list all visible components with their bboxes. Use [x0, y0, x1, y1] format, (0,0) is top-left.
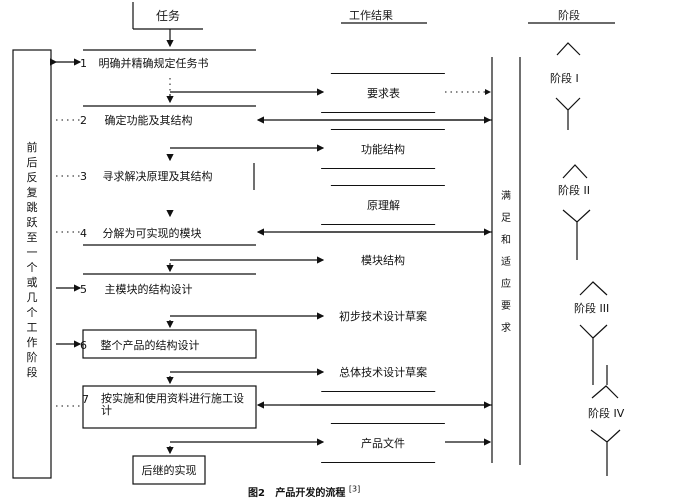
result-label: 总体技术设计草案 [339, 366, 428, 379]
results-header-label: 工作结果 [349, 9, 393, 22]
stage-2[interactable]: 阶段 II [558, 184, 590, 197]
iteration-box-label: 前后反复跳跃至一个或几个工作阶段 [26, 141, 38, 379]
result-label: 模块结构 [361, 254, 405, 267]
result-label: 初步技术设计草案 [339, 310, 427, 323]
result-6[interactable]: 总体技术设计草案 [321, 353, 445, 392]
step-number: 3 [80, 170, 87, 183]
stage-1[interactable]: 阶段 I [550, 72, 579, 85]
step-5[interactable]: 5 主模块的结构设计 [80, 281, 193, 297]
caption-ref: [3] [348, 484, 361, 494]
results-header: 工作结果 [341, 9, 427, 24]
step-number: 6 [80, 339, 87, 352]
requirements-bar-label: 满足和适应要求 [501, 191, 511, 334]
result-label: 功能结构 [361, 143, 405, 156]
result-7[interactable]: 产品文件 [321, 423, 445, 463]
step-6[interactable]: 6 整个产品的结构设计 [80, 337, 200, 353]
feedback-arrows [256, 89, 492, 446]
caption-text: 图2 产品开发的流程 [248, 488, 346, 499]
stages-header: 阶段 [528, 8, 615, 24]
step-3[interactable]: 3 寻求解决原理及其结构 [80, 168, 213, 184]
stage-4[interactable]: 阶段 IV [588, 407, 625, 420]
step-label: 明确并精确规定任务书 [98, 57, 209, 70]
final-realization[interactable]: 后继的实现 [141, 464, 197, 477]
step-number: 4 [80, 227, 87, 240]
step-label: 分解为可实现的模块 [102, 227, 202, 240]
step-label: 确定功能及其结构 [104, 114, 193, 127]
stage-3[interactable]: 阶段 III [574, 302, 610, 315]
iteration-arrows [50, 58, 82, 407]
step-1[interactable]: 1 明确并精确规定任务书 [80, 55, 209, 71]
stage-markers [555, 42, 621, 476]
result-label: 产品文件 [361, 437, 405, 450]
step-4[interactable]: 4 分解为可实现的模块 [80, 225, 202, 241]
result-4[interactable]: 模块结构 [321, 241, 444, 279]
iteration-box [12, 49, 52, 479]
step-7[interactable]: 7 按实施和使用资料进行施工设计 [82, 393, 252, 417]
result-label: 要求表 [366, 87, 400, 100]
tasks-header: 任务 [132, 2, 203, 48]
step-label: 主模块的结构设计 [104, 283, 193, 296]
result-label: 原理解 [366, 199, 400, 212]
result-2[interactable]: 功能结构 [321, 129, 445, 169]
tasks-header-label: 任务 [156, 8, 180, 23]
step-2[interactable]: 2 确定功能及其结构 [80, 112, 193, 128]
result-arrows [170, 88, 325, 446]
step-label: 整个产品的结构设计 [100, 339, 200, 352]
step-number: 2 [80, 114, 87, 127]
result-3[interactable]: 原理解 [321, 185, 445, 225]
step-label: 寻求解决原理及其结构 [102, 170, 213, 183]
result-5[interactable]: 初步技术设计草案 [321, 297, 444, 335]
figure-caption: 图2 产品开发的流程 [3] [248, 484, 360, 499]
step-lines [82, 49, 257, 485]
step-label: 按实施和使用资料进行施工设计 [101, 392, 244, 417]
step-number: 7 [82, 393, 89, 406]
result-1[interactable]: 要求表 [321, 73, 445, 113]
requirements-bar [491, 57, 521, 465]
stages-header-label: 阶段 [558, 8, 580, 22]
step-number: 5 [80, 283, 87, 296]
step-number: 1 [80, 57, 87, 70]
